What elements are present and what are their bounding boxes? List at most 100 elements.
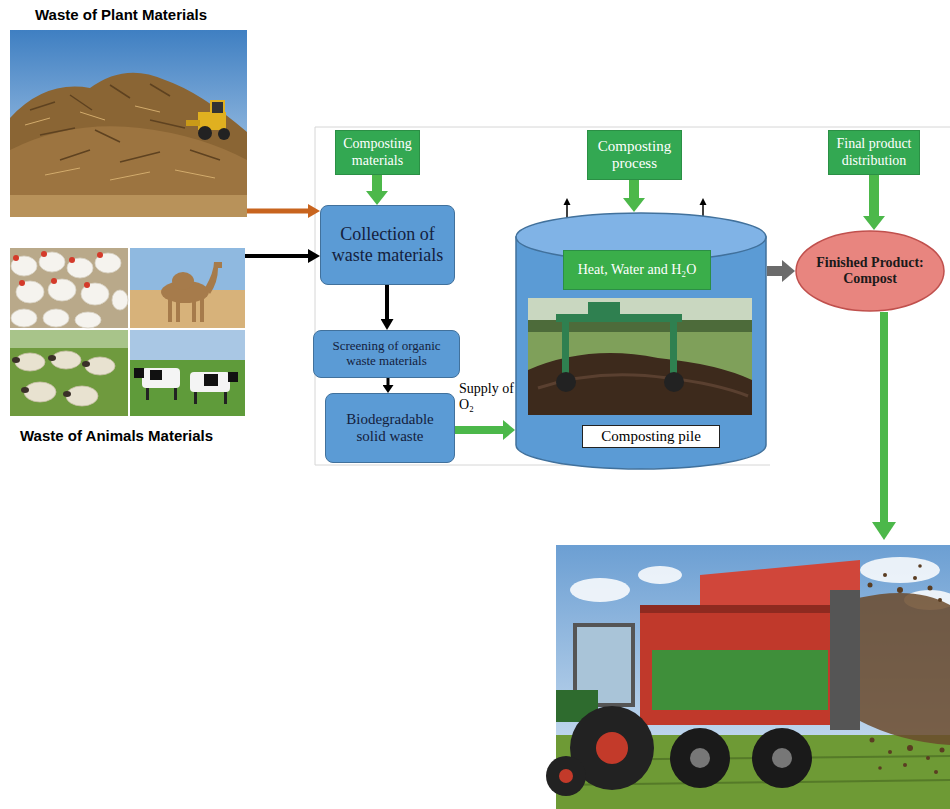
animal-waste-photo [194,392,197,404]
animal-waste-photo [168,298,172,322]
header-text: Final product distribution [833,136,915,168]
compost-spreading-photo [830,590,860,730]
animal-waste-photo [205,262,222,294]
connector-arrow [767,266,782,276]
process-box: Collection of waste materials [320,205,455,285]
animal-waste-photo [48,279,76,301]
animal-waste-photo [15,351,115,406]
distribution-arrow [872,522,896,540]
compost-spreading-photo [897,587,903,593]
vapour-arrow [564,198,571,205]
composting-pile-photo [670,314,677,376]
animal-waste-photo [13,251,103,288]
animal-waste-photo [192,298,196,322]
connector-arrow [869,175,879,216]
animal-waste-photo [82,361,90,367]
compost-spreading-photo [652,650,828,710]
compost-spreading-photo [868,564,945,774]
compost-spreading-photo [640,605,835,613]
cylinder-body [516,237,766,469]
stage-header: Final product distribution [828,130,920,175]
composting-pile-photo [588,302,620,320]
header-text: Composting process [592,138,677,173]
animal-waste-photo [39,252,65,272]
animal-waste-photo [10,330,128,348]
product-ellipse: Finished Product: Compost [795,230,945,312]
photo-title: Waste of Plant Materials [35,6,207,23]
compost-spreading-photo [752,728,812,788]
photo-title: Waste of Animals Materials [20,427,213,444]
animal-waste-photo [150,370,162,380]
composting-pile-photo [562,314,569,376]
compost-spreading-photo [940,748,945,753]
compost-spreading-photo [878,766,882,770]
animal-waste-photo [10,248,245,416]
animal-waste-photo [63,391,71,397]
compost-spreading-photo [860,557,940,583]
animal-waste-photo [174,388,177,400]
composting-pile-photo [664,372,684,392]
animal-waste-photo [134,368,144,378]
composting-pile-photo [528,298,752,415]
compost-spreading-photo [870,738,875,743]
animal-waste-photo [204,374,218,386]
composting-cylinder: Composting pileHeat, Water and H₂O [515,212,767,470]
animal-waste-photo [130,248,245,290]
compost-spreading-photo [570,578,630,602]
edge-label: Supply of O₂ [459,381,519,413]
animal-waste-photo [19,280,25,286]
compost-spreading-photo [918,564,922,568]
animal-waste-photo [12,355,90,397]
compost-spreading-photo [559,769,573,783]
animal-waste-photo [10,248,128,328]
compost-spreading-photo [938,598,942,602]
compost-spreading-photo [670,728,730,788]
plant-waste-photo [198,126,212,140]
compost-spreading-photo [883,573,887,577]
compost-spreading-photo [546,545,950,809]
plant-waste-photo [10,30,247,217]
compost-spreading-photo [690,748,710,768]
distribution-arrow [872,312,896,540]
composting-pile-photo [556,372,576,392]
process-text: Collection of waste materials [326,224,449,265]
animal-waste-photo [43,309,69,327]
compost-spreading-photo [907,745,913,751]
compost-spreading-photo [913,576,917,580]
connector-arrow [385,285,389,319]
compost-spreading-photo [772,748,792,768]
animal-waste-photo [176,298,180,322]
animal-waste-photo [12,357,20,363]
animal-waste-photo [51,278,57,284]
animal-waste-photo [224,392,227,404]
plant-waste-photo [30,84,220,162]
stage-header: Composting materials [335,130,420,175]
plant-waste-photo [10,126,247,217]
compost-spreading-photo [640,605,835,725]
animal-waste-photo [85,357,115,375]
animal-waste-photo [69,257,75,263]
animal-waste-photo [15,353,45,371]
plant-waste-photo [218,128,230,140]
plant-waste-photo [25,106,215,180]
compost-spreading-photo [928,586,933,591]
animal-waste-photo [13,255,19,261]
region-frame [315,127,316,465]
animal-waste-photo-box: Waste of Animals Materials [10,248,245,416]
vapour-arrow [702,204,704,216]
plant-waste-photo [10,195,247,217]
animal-waste-photo [51,351,81,369]
animal-waste-photo [11,309,37,327]
animal-waste-photo [130,360,245,416]
process-text: Biodegradable solid waste [331,411,449,446]
animal-waste-photo [95,253,121,273]
animal-waste-photo [10,330,128,416]
animal-waste-photo [48,355,56,361]
compost-spreading-photo [903,763,907,767]
plant-waste-photo [30,84,220,162]
vapour-arrow [700,198,707,205]
composting-pile-photo [528,353,752,415]
product-text: Finished Product: Compost [806,255,934,287]
process-box: Biodegradable solid waste [325,393,455,463]
